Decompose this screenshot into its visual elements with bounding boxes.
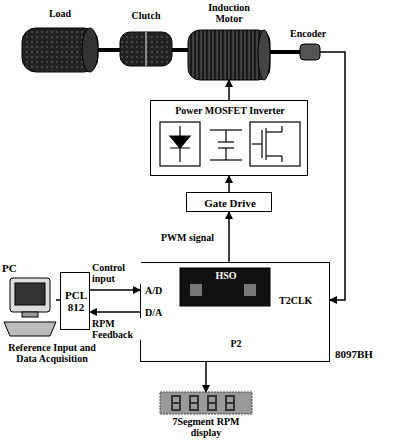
- node-label: Reference Input and Data Acquisition: [2, 342, 102, 364]
- shaft-coupling: [172, 48, 188, 52]
- inverter-box: Power MOSFET Inverter: [150, 100, 308, 176]
- node-label: PC: [2, 262, 42, 274]
- shaft-coupling: [270, 50, 300, 54]
- digit-segment: [172, 396, 180, 410]
- clutch: Clutch: [120, 32, 172, 66]
- node-label: 8097BH: [335, 348, 395, 360]
- digit-segment: [190, 396, 198, 410]
- node-label: Power MOSFET Inverter: [151, 105, 309, 116]
- signal-connector: [228, 176, 230, 192]
- rpm-display: 7Segment RPM display: [160, 392, 252, 414]
- pc-node: PCReference Input and Data Acquisition: [4, 278, 56, 336]
- node-label: HSO: [181, 270, 271, 281]
- node-label: Load: [30, 8, 90, 19]
- controller-box: 8097BHA/DD/AHSOT2CLKP2: [140, 262, 330, 362]
- node-label: T2CLK: [279, 295, 325, 306]
- node-label: P2: [221, 338, 251, 349]
- digit-segment: [226, 396, 234, 410]
- motor-body: [188, 30, 270, 80]
- node-label: Clutch: [116, 10, 176, 21]
- signal-connector: [205, 362, 207, 392]
- shaft-coupling: [98, 48, 120, 52]
- seven-segment-display: [160, 392, 252, 414]
- gate-drive-box: Gate Drive: [186, 192, 272, 212]
- induction-motor: Induction Motor: [188, 30, 270, 80]
- load-cylinder: [22, 28, 98, 72]
- node-label: A/D: [145, 285, 175, 296]
- signal-connector: [90, 311, 140, 313]
- edge-label: RPM Feedback: [91, 318, 141, 340]
- inverter-symbols: [160, 122, 300, 166]
- edge-label: Control input: [91, 262, 141, 284]
- microcontroller-chip: [180, 268, 270, 306]
- encoder: Encoder: [300, 44, 320, 60]
- node-label: Gate Drive: [187, 197, 273, 209]
- node-label: 7Segment RPM display: [160, 416, 252, 438]
- edge-label: PWM signal: [160, 232, 215, 243]
- node-label: PCL 812: [61, 289, 91, 313]
- digit-segment: [208, 396, 216, 410]
- pc-icon: [4, 278, 56, 336]
- signal-connector: [228, 212, 230, 262]
- load: Load: [22, 28, 98, 72]
- encoder-body: [300, 44, 320, 60]
- daq-card-box: PCL 812: [60, 272, 90, 330]
- signal-connector: [90, 289, 140, 291]
- node-label: D/A: [145, 307, 175, 318]
- node-label: Induction Motor: [198, 2, 260, 24]
- clutch-cylinder: [120, 32, 172, 66]
- node-label: Encoder: [290, 28, 350, 39]
- signal-connector: [228, 80, 230, 100]
